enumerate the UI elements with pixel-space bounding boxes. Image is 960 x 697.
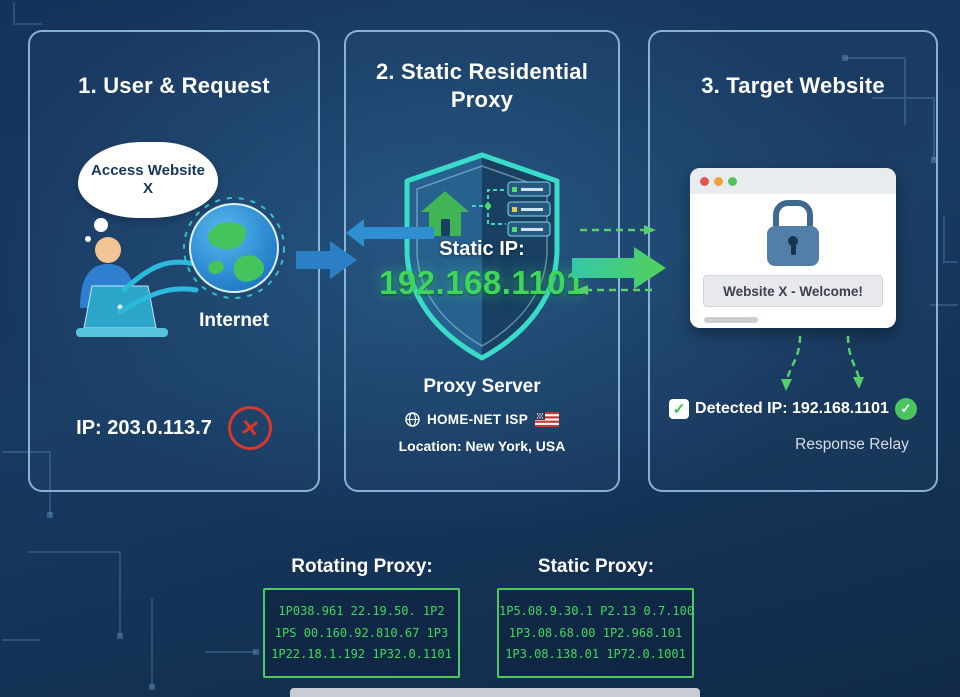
browser-address-bar: Website X - Welcome! [703, 275, 883, 307]
isp-label: HOME-NET ISP [426, 412, 529, 427]
static-ip-line: 1P3.08.138.01 1P72.0.1001 [505, 647, 686, 662]
static-proxy-box: 1P5.08.9.30.1 P2.13 0.7.100 1P3.08.68.00… [497, 588, 694, 678]
blocked-cross-icon: ✕ [224, 403, 275, 453]
check-square-icon: ✓ [669, 399, 690, 419]
browser-window: Website X - Welcome! [690, 168, 896, 328]
static-ip-line: 1P3.08.68.00 1P2.968.101 [508, 625, 683, 640]
rotating-proxy-title: Rotating Proxy: [291, 556, 433, 577]
traffic-light-red-icon [700, 176, 709, 186]
network-links-icon [472, 189, 506, 225]
user-ip-row: IP: 203.0.113.7 ✕ [30, 403, 318, 453]
location-label: Location: New York, USA [398, 438, 566, 454]
thought-bubble-text: Access Website X [91, 162, 205, 197]
lock-shackle [773, 200, 813, 226]
isp-globe-icon [405, 412, 420, 427]
panel-target-website: 3. Target Website Website X - Welcome! ✓… [648, 30, 938, 492]
static-ip-line: 1P5.08.9.30.1 P2.13 0.7.100 [499, 604, 695, 618]
lock-body [767, 226, 819, 266]
static-proxy-title: Static Proxy: [537, 556, 655, 577]
browser-titlebar [690, 168, 896, 194]
house-icon [421, 191, 469, 236]
rotating-proxy-box: 1P038.961 22.19.50. 1P2 1PS 00.160.92.81… [263, 588, 460, 678]
internet-globe-icon [183, 197, 285, 299]
lock-keyhole [788, 236, 798, 255]
rotating-ip-line: 1PS 00.160.92.810.67 1P3 [274, 625, 449, 640]
traffic-light-amber-icon [714, 176, 723, 186]
detected-ip-row: ✓ Detected IP: 192.168.1101 ✓ [650, 398, 936, 420]
proxy-server-label: Proxy Server [423, 376, 541, 397]
bottom-strip [290, 688, 700, 697]
rotating-ip-line: 1P22.18.1.192 1P32.0.1101 [271, 647, 452, 662]
check-circle-icon: ✓ [894, 398, 917, 420]
panel-user-request: 1. User & Request Access Website X [28, 30, 320, 492]
us-flag-icon [535, 412, 560, 427]
internet-label: Internet [199, 310, 269, 331]
static-ip-label: Static IP: [439, 238, 525, 260]
panel-1-title: 1. User & Request [78, 73, 270, 98]
response-relay-label: Response Relay [795, 436, 909, 453]
traffic-light-green-icon [728, 176, 737, 186]
detected-ip-text: Detected IP: 192.168.1101 [695, 400, 889, 417]
content-placeholder-line [704, 317, 758, 323]
user-ip-text: IP: 203.0.113.7 [76, 416, 212, 439]
panel-2-title: 2. Static Residential Proxy [375, 59, 589, 112]
connection-swoosh-lines [117, 259, 199, 315]
rotating-ip-line: 1P038.961 22.19.50. 1P2 [278, 604, 445, 618]
thought-bubble: Access Website X [78, 142, 218, 232]
user-at-laptop-icon [76, 237, 168, 337]
lock-icon [767, 200, 819, 266]
server-chips-icon [507, 181, 551, 237]
isp-row: HOME-NET ISP [346, 412, 618, 427]
panel-3-title: 3. Target Website [701, 73, 885, 98]
static-ip-value: 192.168.1101 [378, 264, 586, 301]
shield-icon [404, 152, 560, 361]
panel-proxy-server: 2. Static Residential Proxy [344, 30, 620, 492]
